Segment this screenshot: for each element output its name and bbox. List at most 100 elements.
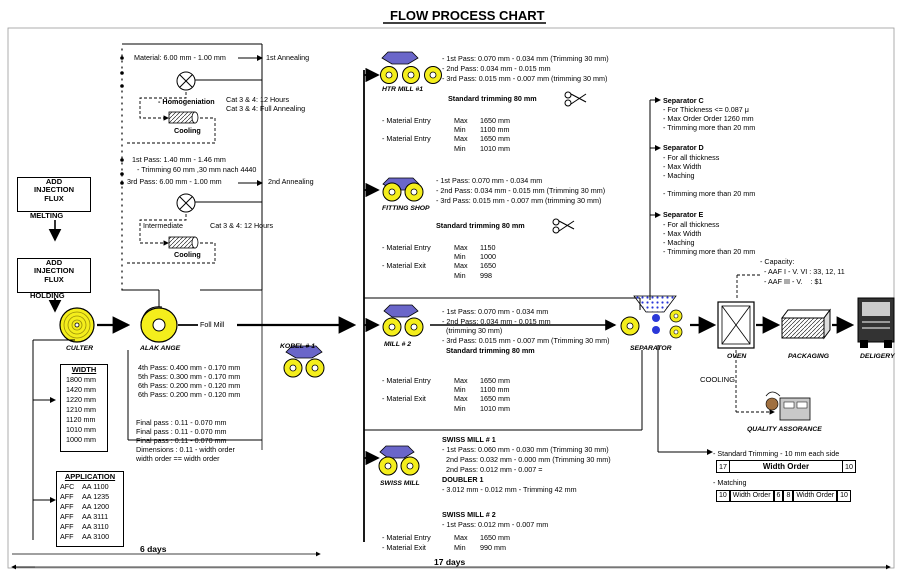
separator-c-line: - For Thickness <= 0.087 μ: [663, 105, 749, 114]
swiss2-pass-1: - 1st Pass: 0.012 mm - 0.007 mm: [442, 520, 549, 529]
cooling-side-label: COOLING: [700, 375, 736, 384]
oven-icon: [717, 301, 755, 349]
material-range: Material: 6.00 mm - 1.00 mm: [134, 53, 226, 62]
fitting-standard: Standard trimming 80 mm: [436, 221, 525, 230]
matching-grid: 10 Width Order 6 8 Width Order 10: [716, 490, 851, 502]
swiss-mill-label: SWISS MILL: [380, 480, 420, 487]
foil-mill-label: Foll Mill: [200, 320, 225, 329]
cooling-label-1: Cooling: [174, 126, 201, 135]
separator-c-line: - Max Order Order 1260 mm: [663, 114, 754, 123]
separator-d-title: Separator D: [663, 143, 704, 152]
fitting-pass-2: - 2nd Pass: 0.034 mm - 0.015 mm (Trimmin…: [436, 186, 606, 195]
first-annealing: 1st Annealing: [266, 53, 310, 62]
packaging-label: PACKAGING: [788, 353, 830, 360]
holding-flux-box: ADD INJECTION FLUX: [17, 258, 91, 293]
swiss-pass-3: 2nd Pass: 0.012 mm - 0.007 =: [442, 465, 543, 474]
delivery-label: DELIGERY: [860, 353, 895, 360]
doubler-title: DOUBLER 1: [442, 475, 484, 484]
fitting-pass-3: - 3rd Pass: 0.015 mm - 0.007 mm (trimmin…: [436, 196, 602, 205]
swiss-pass-1: - 1st Pass: 0.060 mm - 0.030 mm (Trimmin…: [442, 445, 609, 454]
homogenization-furnace-icon: [176, 71, 196, 91]
alak-final-3: Final pass : 0.11 - 0.070 mm: [136, 436, 227, 445]
doubler-line: - 3.012 mm - 0.012 mm - Trimming 42 mm: [442, 485, 577, 494]
separator-e-line: - Trimming more than 20 mm: [663, 247, 756, 256]
separator-e-line: - For all thickness: [663, 220, 720, 229]
htr-mill-label: HTR MILL #1: [382, 86, 424, 93]
mill2-pass-1: - 1st Pass: 0.070 mm - 0.034 mm: [442, 307, 549, 316]
alak-width-order: width order == width order: [136, 454, 220, 463]
alak-ange-label: ALAK ANGE: [140, 345, 181, 352]
homog-cat-full: Cat 3 & 4: Full Annealing: [226, 104, 306, 113]
alak-pass-2: 5th Pass: 0.300 mm - 0.170 mm: [138, 372, 241, 381]
cooling-unit-icon-2: [168, 236, 199, 249]
separator-d-line: - For all thickness: [663, 153, 720, 162]
separator-label: SEPARATOR: [630, 345, 672, 352]
intermediate-cat: Cat 3 & 4: 12 Hours: [210, 221, 274, 230]
swiss-title-1: SWISS MILL # 1: [442, 435, 496, 444]
alak-dimensions: Dimensions : 0.11 - width order: [136, 445, 235, 454]
htr-pass-1: - 1st Pass: 0.070 mm - 0.034 mm (Trimmin…: [442, 54, 609, 63]
width-table: WIDTH 1800 mm 1420 mm 1220 mm 1210 mm 11…: [60, 364, 108, 452]
oven-label: OVEN: [727, 353, 747, 360]
separator-d-line: - Max Width: [663, 162, 702, 171]
capacity-line: - AAF III - V. : $1: [764, 277, 823, 286]
alak-ange-roll-icon: [140, 306, 178, 343]
separator-d-line: - Trimming more than 20 mm: [663, 189, 756, 198]
mill2-pass-2: - 2nd Pass: 0.034 mm - 0.015 mm: [442, 317, 551, 326]
separator-c-title: Separator C: [663, 96, 704, 105]
separator-e-title: Separator E: [663, 210, 704, 219]
quality-label: QUALITY ASSORANCE: [747, 426, 822, 433]
width-row: 1120 mm: [66, 415, 96, 424]
alak-final-2: Final pass : 0.11 - 0.070 mm: [136, 427, 227, 436]
alak-pass-4: 6th Pass: 0.200 mm - 0.120 mm: [138, 390, 241, 399]
width-row: 1420 mm: [66, 385, 96, 394]
htr-pass-3: - 3rd Pass: 0.015 mm - 0.007 mm (trimmin…: [442, 74, 608, 83]
htr-pass-2: - 2nd Pass: 0.034 mm - 0.015 mm: [442, 64, 551, 73]
kobel-roll-icon: [283, 345, 325, 378]
separator-e-line: - Max Width: [663, 229, 702, 238]
culter-coil-icon: [59, 307, 95, 343]
htr-standard: Standard trimming 80 mm: [448, 94, 537, 103]
width-row: 1010 mm: [66, 425, 96, 434]
htr-mill-roll-icon: [380, 51, 442, 84]
seventeen-days-label: 17 days: [434, 557, 466, 567]
quality-assurance-icon: [765, 391, 811, 421]
swiss-title-2: SWISS MILL # 2: [442, 510, 496, 519]
swiss-pass-2: 2nd Pass: 0.032 mm - 0.000 mm (Trimming …: [442, 455, 611, 464]
melting-label: MELTING: [30, 211, 64, 220]
standard-trimming-note: - Standard Trimming - 10 mm each side: [713, 449, 840, 458]
alak-pass-1: 4th Pass: 0.400 mm - 0.170 mm: [138, 363, 241, 372]
alak-final-1: Final pass : 0.11 - 0.070 mm: [136, 418, 227, 427]
cooling-unit-icon-1: [168, 111, 199, 124]
mill2-roll-icon: [382, 304, 424, 337]
fitting-shop-label: FITTING SHOP: [382, 205, 430, 212]
packaging-box-icon: [781, 308, 831, 340]
matching-note: - Matching: [713, 478, 747, 487]
melting-flux-box: ADD INJECTION FLUX: [17, 177, 91, 212]
homog-cat-hours: Cat 3 & 4: 12 Hours: [226, 95, 290, 104]
separator-e-line: - Maching: [663, 238, 695, 247]
separator-machine-icon: [620, 295, 683, 339]
mid-pass1: 1st Pass: 1.40 mm - 1.46 mm: [132, 155, 226, 164]
page-title: FLOW PROCESS CHART: [390, 8, 545, 23]
application-header: APPLICATION: [64, 472, 116, 481]
kobel-label: KOBEL # 1: [280, 343, 316, 350]
mid-trimming: - Trimming 60 mm ,30 mm nach 4440: [137, 165, 257, 174]
mill2-pass-2b: (trimming 30 mm): [442, 326, 503, 335]
alak-pass-3: 6th Pass: 0.200 mm - 0.120 mm: [138, 381, 241, 390]
scissors-icon-1: [564, 91, 587, 107]
width-row: 1220 mm: [66, 395, 96, 404]
width-order-bar: 17 Width Order 10: [716, 460, 856, 473]
